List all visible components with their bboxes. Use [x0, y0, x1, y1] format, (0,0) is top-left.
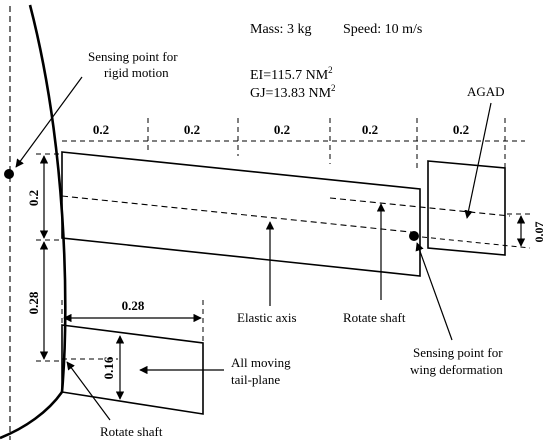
wing-sensing-arrow	[415, 242, 453, 341]
gj-label: GJ=13.83 NM2	[250, 83, 336, 101]
span-segment-label: 0.2	[93, 122, 109, 137]
wing-sensing-label-1: Sensing point for	[413, 345, 503, 360]
wing-sensing-point	[409, 231, 419, 241]
rotate-shaft-tail-label: Rotate shaft	[100, 424, 163, 439]
agad-label: AGAD	[467, 84, 505, 99]
tail-label-1: All moving	[231, 355, 291, 370]
rigid-sensing-label-2: rigid motion	[104, 65, 169, 80]
rigid-sensing-arrow	[15, 76, 83, 168]
span-segment-label: 0.2	[184, 122, 200, 137]
rigid-sensing-point	[4, 169, 14, 179]
agad-dim-ext	[421, 236, 531, 249]
ei-label: EI=115.7 NM2	[250, 65, 333, 83]
fuselage-bottom	[0, 391, 64, 440]
elastic-axis-label: Elastic axis	[237, 310, 297, 325]
agad-arrow	[464, 102, 492, 219]
span-segment-label: 0.2	[453, 122, 469, 137]
wing-sensing-label-2: wing deformation	[410, 362, 503, 377]
mass-label: Mass: 3 kg	[250, 22, 311, 37]
gap-dim-label: 0.28	[26, 291, 41, 314]
chord-dim-label: 0.2	[26, 190, 41, 206]
tail-label-2: tail-plane	[231, 372, 280, 387]
agad-offset-dim-label: 0.07	[532, 222, 546, 243]
span-segment-label: 0.2	[274, 122, 290, 137]
rotate-shaft-tail-arrow	[66, 361, 111, 421]
elastic-axis-line	[61, 195, 421, 234]
span-segment-label: 0.2	[362, 122, 378, 137]
speed-label: Speed: 10 m/s	[343, 22, 422, 37]
rigid-sensing-label-1: Sensing point for	[88, 49, 178, 64]
agad-surface	[427, 160, 506, 256]
tail-span-dim-label: 0.28	[122, 298, 145, 313]
rotate-shaft-wing-label: Rotate shaft	[343, 310, 406, 325]
wing-planform	[61, 151, 421, 277]
agad-shaft-line	[329, 197, 511, 217]
tail-chord-dim-label: 0.16	[101, 356, 116, 379]
tail-plane	[61, 324, 204, 415]
